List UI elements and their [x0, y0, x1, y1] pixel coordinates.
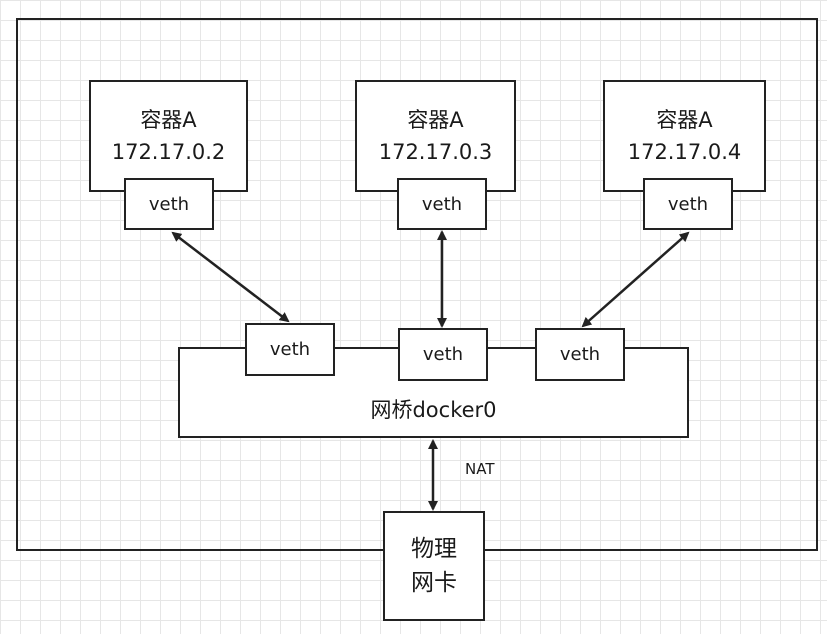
container-3-ip: 172.17.0.4: [627, 140, 742, 164]
bridge-label: 网桥docker0: [370, 398, 497, 422]
arrow-container-3-bridge: [581, 231, 690, 328]
container-3-name: 容器A: [656, 108, 713, 132]
bridge-veth-3: veth: [535, 328, 625, 381]
container-2-ip: 172.17.0.3: [378, 140, 493, 164]
nic-line-2: 网卡: [411, 570, 457, 596]
nat-label: NAT: [465, 460, 495, 478]
nic-line-1: 物理: [411, 536, 457, 562]
container-1-ip: 172.17.0.2: [111, 140, 226, 164]
container-1-veth: veth: [124, 178, 214, 230]
physical-nic: 物理 网卡: [383, 511, 485, 621]
container-3-veth: veth: [643, 178, 733, 230]
arrow-container-1-bridge: [171, 231, 290, 323]
container-2-veth: veth: [397, 178, 487, 230]
bridge-veth-2: veth: [398, 328, 488, 381]
container-2: 容器A 172.17.0.3: [355, 80, 516, 192]
bridge-veth-1: veth: [245, 323, 335, 376]
container-3: 容器A 172.17.0.4: [603, 80, 766, 192]
container-2-name: 容器A: [407, 108, 464, 132]
container-1-name: 容器A: [140, 108, 197, 132]
